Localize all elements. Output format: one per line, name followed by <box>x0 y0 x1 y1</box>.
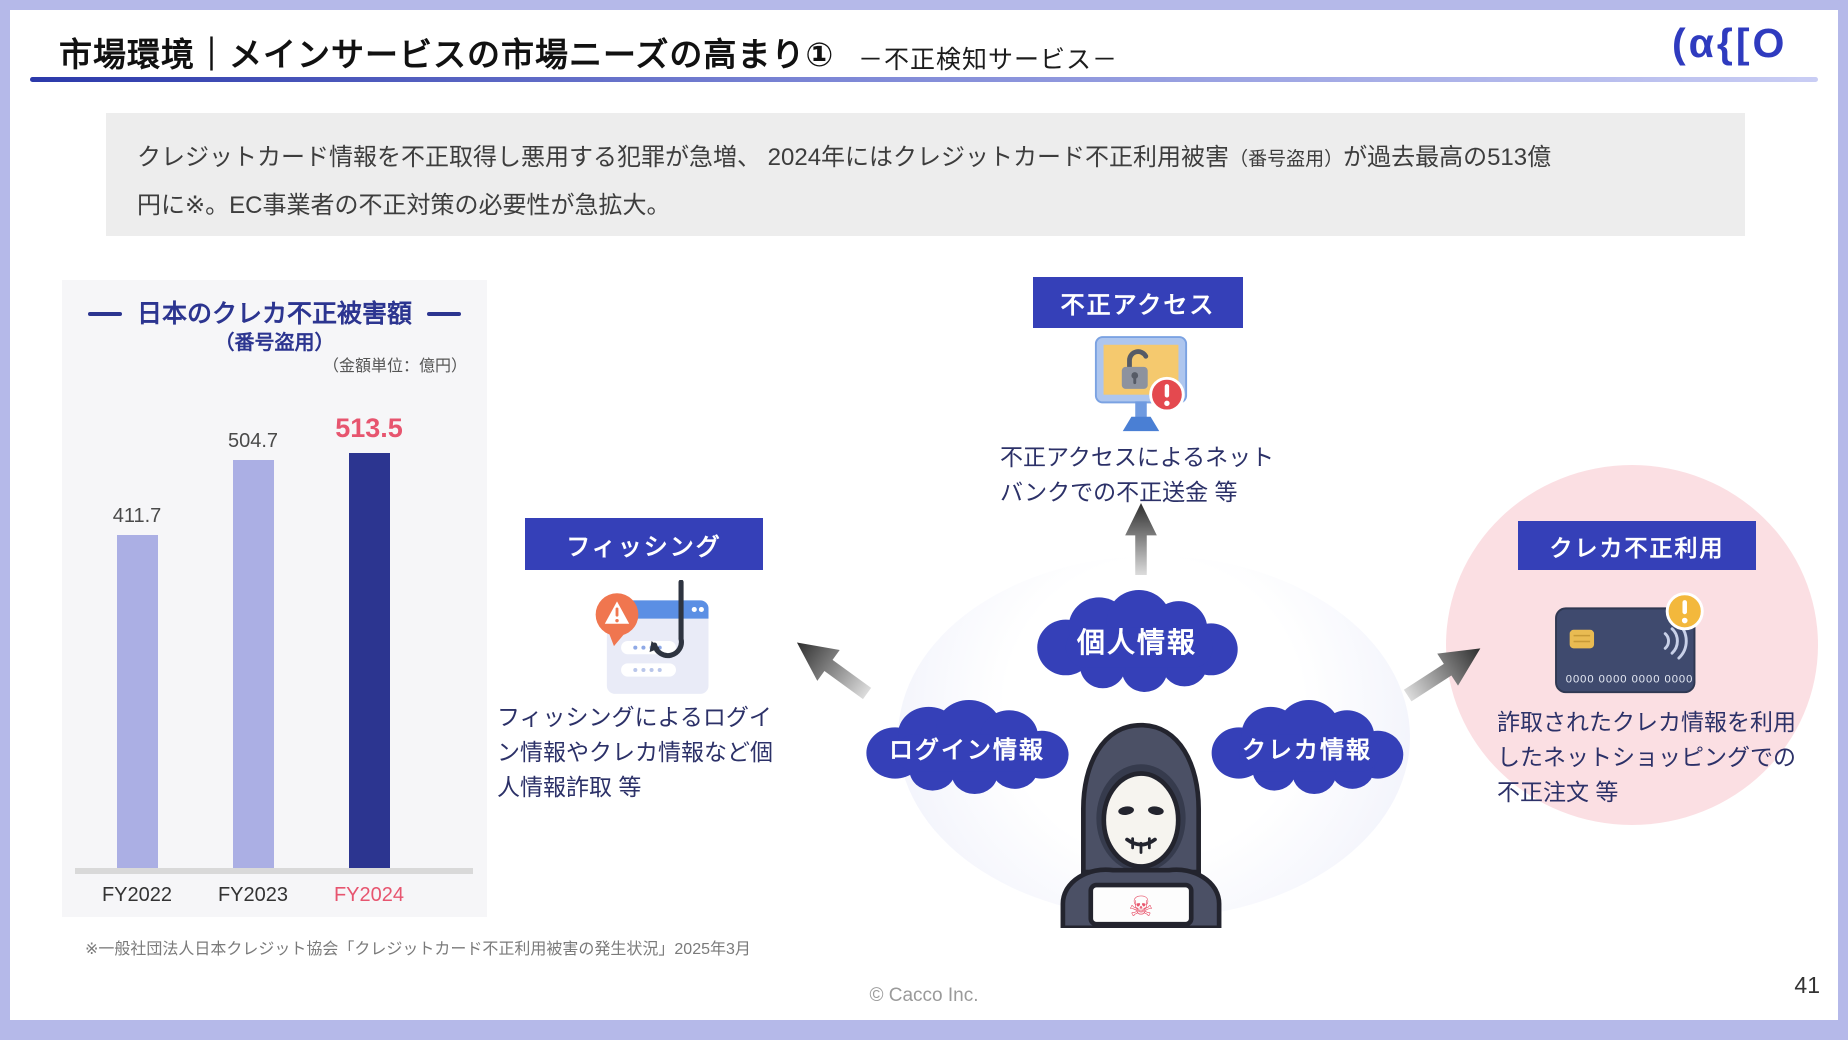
lead-part2: が過去最高の513億 <box>1343 144 1552 171</box>
bar-cat: FY2024 <box>333 884 405 906</box>
page-title: 市場環境｜メインサービスの市場ニーズの高まり① <box>59 36 835 73</box>
lead-line2: 円に※。EC事業者の不正対策の必要性が急拡大。 <box>137 192 671 219</box>
copyright: © Cacco Inc. <box>869 985 979 1006</box>
cloud-login-info: ログイン情報 <box>852 700 1082 794</box>
lead-text: クレジットカード情報を不正取得し悪用する犯罪が急増、 2024年にはクレジットカ… <box>137 135 1717 229</box>
phishing-desc: フィッシングによるログイ ン情報やクレカ情報など個 人情報詐取 等 <box>497 700 773 805</box>
lead-part1: クレジットカード情報を不正取得し悪用する犯罪が急増、 2024年にはクレジットカ… <box>137 144 1230 171</box>
phishing-hook-browser-icon <box>578 579 716 702</box>
chart-unit-note: （金額単位：億円） <box>322 358 467 375</box>
cloud-label: ログイン情報 <box>889 736 1045 764</box>
lead-paren: （番号盗用） <box>1229 149 1344 170</box>
header-divider <box>30 77 1818 82</box>
svg-text:☠: ☠ <box>1128 891 1153 922</box>
chart-title: 日本のクレカ不正被害額 <box>136 300 412 328</box>
hooded-hacker-icon: ☠ <box>1048 712 1234 931</box>
unauthorized-access-desc: 不正アクセスによるネット バンクでの不正送金 等 <box>1000 440 1274 510</box>
bar <box>116 535 158 868</box>
lead-summary-box: クレジットカード情報を不正取得し悪用する犯罪が急増、 2024年にはクレジットカ… <box>106 113 1745 236</box>
desc-line: 不正アクセスによるネット <box>1000 444 1275 470</box>
cacco-logo: (α{[O <box>1672 20 1788 66</box>
arrow-right-icon <box>1388 623 1500 721</box>
bar-cat: FY2023 <box>217 884 289 906</box>
page-number: 41 <box>1794 972 1820 998</box>
desc-line: したネットショッピングでの <box>1497 744 1796 770</box>
chart-title-dash-right <box>427 312 461 316</box>
cloud-label: 個人情報 <box>1076 627 1197 658</box>
bar <box>348 453 390 868</box>
node-card-fraud-label: クレカ不正利用 <box>1518 521 1756 570</box>
bar-value: 504.7 <box>227 430 279 452</box>
desc-line: 人情報詐取 等 <box>497 774 642 800</box>
node-label-text: フィッシング <box>566 533 722 561</box>
node-unauthorized-access-label: 不正アクセス <box>1033 277 1243 328</box>
bar <box>232 460 274 868</box>
chart-subtitle: （番号盗用） <box>214 332 335 354</box>
chart-title-dash-left <box>88 312 122 316</box>
node-label-text: クレカ不正利用 <box>1549 534 1725 561</box>
bar-value: 411.7 <box>112 505 162 527</box>
desc-line: 不正注文 等 <box>1497 779 1619 805</box>
credit-card-alert-icon: 0000 0000 0000 0000 <box>1552 583 1718 700</box>
bar-cat: FY2022 <box>101 884 173 906</box>
desc-line: 詐取されたクレカ情報を利用 <box>1497 709 1796 735</box>
source-note: ※一般社団法人日本クレジット協会「クレジットカード不正利用被害の発生状況」202… <box>85 941 751 958</box>
node-phishing-label: フィッシング <box>525 518 763 570</box>
page-subtitle: －不正検知サービス－ <box>858 46 1119 74</box>
svg-text:0000 0000 0000 0000: 0000 0000 0000 0000 <box>1566 673 1694 685</box>
cloud-label: クレカ情報 <box>1242 736 1372 764</box>
cloud-personal-info: 個人情報 <box>1023 590 1251 692</box>
desc-line: フィッシングによるログイ <box>497 704 772 730</box>
chart-baseline <box>75 868 473 874</box>
card-fraud-desc: 詐取されたクレカ情報を利用 したネットショッピングでの 不正注文 等 <box>1497 705 1796 810</box>
desc-line: ン情報やクレカ情報など個 <box>497 739 773 765</box>
cloud-card-info: クレカ情報 <box>1198 700 1416 794</box>
bar-value: 513.5 <box>335 413 403 443</box>
desc-line: バンクでの不正送金 等 <box>1000 479 1238 505</box>
arrow-up-icon <box>1113 503 1169 575</box>
node-label-text: 不正アクセス <box>1060 292 1216 319</box>
monitor-unlocked-alert-icon <box>1093 334 1189 440</box>
arrow-left-icon <box>778 619 886 717</box>
